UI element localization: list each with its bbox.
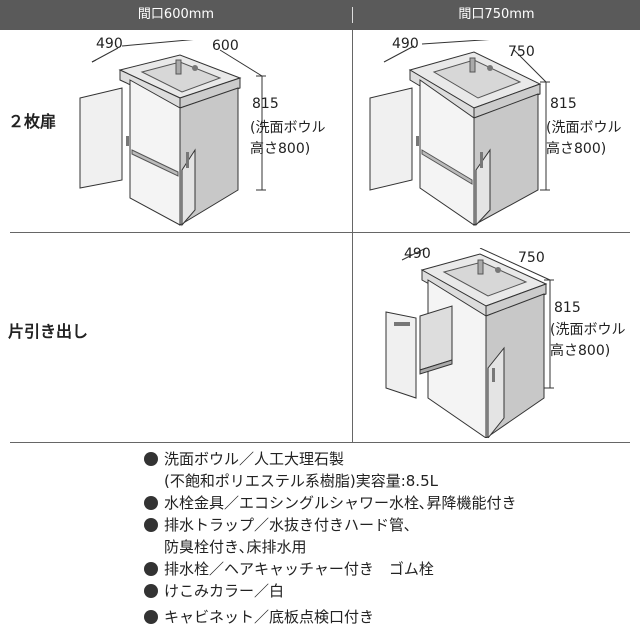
bullet-icon	[144, 610, 158, 624]
spec-text: 排水トラップ／水抜き付きハード管､	[164, 516, 412, 534]
spec-text: キャビネット／底板点検口付き	[164, 608, 375, 626]
spec-item: けこみカラー／白	[144, 580, 634, 602]
dim-depth-750a: 490	[392, 36, 419, 52]
spec-list: 洗面ボウル／人工大理石製 (不飽和ポリエステル系樹脂)実容量:8.5L 水栓金具…	[144, 448, 634, 628]
spec-text: 水栓金具／エコシングルシャワー水栓､昇降機能付き	[164, 494, 517, 512]
dim-note-750a: (洗面ボウル 高さ800)	[546, 118, 621, 160]
row-label-drawer: 片引き出し	[8, 322, 89, 341]
dim-note-600: (洗面ボウル 高さ800)	[250, 118, 325, 160]
spec-item: 水栓金具／エコシングルシャワー水栓､昇降機能付き	[144, 492, 634, 514]
bowl-note-line1: (洗面ボウル	[250, 120, 326, 136]
spec-item: 排水トラップ／水抜き付きハード管､	[144, 514, 634, 536]
spec-item-continuation: 防臭栓付き､床排水用	[144, 536, 634, 558]
bowl-note-line1: (洗面ボウル	[546, 120, 622, 136]
spec-divider	[10, 442, 630, 443]
header-width-600: 間口600mm	[137, 7, 215, 22]
dim-height-750b: 815	[554, 300, 581, 316]
spec-item: キャビネット／底板点検口付き	[144, 606, 634, 628]
spec-item: 排水栓／ヘアキャッチャー付き ゴム栓	[144, 558, 634, 580]
row-label-two-door: ２枚扉	[8, 112, 57, 131]
bowl-note-line2: 高さ800)	[550, 343, 611, 359]
header-width-750: 間口750mm	[458, 7, 535, 22]
header-bar: 間口600mm 間口750mm	[0, 0, 640, 30]
spec-item: 洗面ボウル／人工大理石製	[144, 448, 634, 470]
bullet-icon	[144, 562, 158, 576]
bullet-icon	[144, 518, 158, 532]
dim-width-750b: 750	[518, 250, 545, 266]
bullet-icon	[144, 584, 158, 598]
header-divider	[352, 7, 353, 23]
dim-height-600: 815	[252, 96, 279, 112]
grid-horizontal-divider	[10, 232, 630, 233]
dim-depth-750b: 490	[404, 246, 431, 262]
bullet-icon	[144, 496, 158, 510]
vanity-750-two-door-drawing	[369, 40, 550, 227]
spec-text: 防臭栓付き､床排水用	[164, 538, 307, 556]
spec-text: けこみカラー／白	[164, 582, 285, 600]
dim-height-750a: 815	[550, 96, 577, 112]
vanity-750-drawer-drawing	[385, 248, 554, 438]
vanity-600-two-door-drawing	[79, 40, 266, 227]
bowl-note-line2: 高さ800)	[546, 141, 607, 157]
bowl-note-line1: (洗面ボウル	[550, 322, 626, 338]
grid-vertical-divider	[352, 30, 353, 442]
spec-text: 排水栓／ヘアキャッチャー付き ゴム栓	[164, 560, 434, 578]
spec-item-continuation: (不飽和ポリエステル系樹脂)実容量:8.5L	[144, 470, 634, 492]
spec-text: (不飽和ポリエステル系樹脂)実容量:8.5L	[164, 472, 438, 490]
bullet-icon	[144, 452, 158, 466]
dim-width-600: 600	[212, 38, 239, 54]
bowl-note-line2: 高さ800)	[250, 141, 311, 157]
dim-depth-600: 490	[96, 36, 123, 52]
dim-note-750b: (洗面ボウル 高さ800)	[550, 320, 625, 362]
spec-text: 洗面ボウル／人工大理石製	[164, 450, 345, 468]
dim-width-750a: 750	[508, 44, 535, 60]
